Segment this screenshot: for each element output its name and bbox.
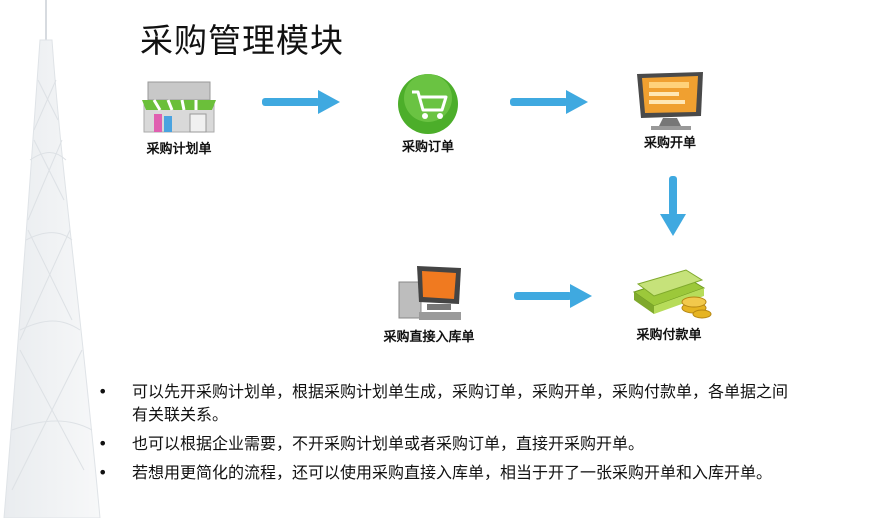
- monitor-icon: [637, 72, 703, 130]
- node-label: 采购订单: [401, 140, 454, 155]
- list-item: • 若想用更简化的流程，还可以使用采购直接入库单，相当于开了一张采购开单和入库开…: [96, 461, 796, 484]
- shopping-cart-icon: [398, 74, 458, 134]
- node-purchase-order: 采购订单: [378, 72, 478, 155]
- node-label: 采购开单: [643, 136, 696, 151]
- node-purchase-payment: 采购付款单: [614, 262, 724, 343]
- list-item-text: 若想用更简化的流程，还可以使用采购直接入库单，相当于开了一张采购开单和入库开单。: [132, 463, 773, 482]
- node-purchase-plan: 采购计划单: [124, 76, 234, 157]
- node-purchase-bill: 采购开单: [620, 70, 720, 151]
- bullet-icon: •: [98, 463, 108, 482]
- arrow-right-icon: [510, 90, 588, 114]
- description-list: • 可以先开采购计划单，根据采购计划单生成，采购订单，采购开单，采购付款单，各单…: [96, 380, 796, 490]
- bullet-icon: •: [98, 434, 108, 453]
- node-label: 采购计划单: [146, 142, 212, 157]
- node-direct-stock-in: 采购直接入库单: [364, 262, 494, 345]
- node-label: 采购直接入库单: [383, 330, 475, 345]
- bullet-icon: •: [98, 382, 108, 401]
- list-item-text: 可以先开采购计划单，根据采购计划单生成，采购订单，采购开单，采购付款单，各单据之…: [132, 382, 789, 424]
- list-item: • 也可以根据企业需要，不开采购计划单或者采购订单，直接开采购开单。: [96, 432, 796, 455]
- arrow-right-icon: [514, 284, 592, 308]
- arrow-down-icon: [660, 176, 686, 236]
- node-label: 采购付款单: [636, 328, 702, 343]
- tower-background-image: [3, 0, 101, 518]
- store-icon: [142, 81, 216, 133]
- arrow-right-icon: [262, 90, 340, 114]
- list-item: • 可以先开采购计划单，根据采购计划单生成，采购订单，采购开单，采购付款单，各单…: [96, 380, 796, 426]
- money-icon: [632, 269, 712, 319]
- computer-icon: [398, 266, 461, 320]
- list-item-text: 也可以根据企业需要，不开采购计划单或者采购订单，直接开采购开单。: [132, 434, 645, 453]
- page-title: 采购管理模块: [140, 21, 344, 60]
